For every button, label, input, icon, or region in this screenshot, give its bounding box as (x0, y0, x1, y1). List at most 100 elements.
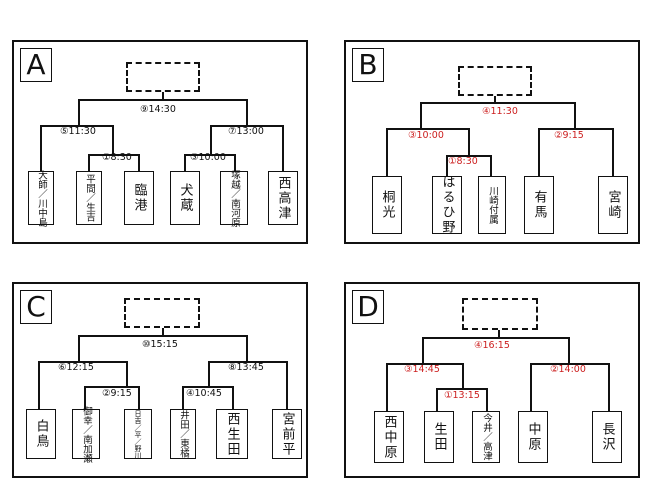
panel-letter: A (20, 48, 52, 82)
champion-box (124, 298, 200, 328)
match-time: ①13:15 (444, 390, 480, 401)
bracket-line (78, 99, 248, 101)
bracket-line (490, 155, 492, 176)
bracket-line (162, 328, 164, 336)
bracket-line (210, 125, 212, 155)
bracket-line (84, 386, 86, 409)
team-name: 大師／川中島 (36, 169, 47, 227)
match-time: ⑤11:30 (60, 126, 96, 137)
bracket-line (232, 386, 234, 409)
bracket-line (468, 128, 470, 156)
team-name: 平間／生吉 (84, 174, 95, 222)
team-name: 長沢 (599, 422, 615, 452)
bracket-panel-a: A ⑨14:30 ⑤11:30 ①8:30 ⑦13:00 ③10:00 大師／川… (12, 40, 308, 244)
team-name: 今井／高津 (481, 413, 492, 461)
team-box: 平間／生吉 (76, 171, 102, 225)
team-box: 大師／川中島 (28, 169, 54, 227)
bracket-line (184, 154, 236, 156)
team-box: 御幸／南加瀬 (72, 406, 100, 463)
bracket-line (386, 128, 388, 176)
bracket-line (612, 128, 614, 176)
team-box: 日吉／平／野川 (124, 409, 152, 459)
bracket-line (182, 386, 184, 409)
bracket-line (78, 335, 80, 361)
bracket-line (498, 330, 500, 338)
bracket-panel-c: C ⑩15:15 ⑥12:15 ②9:15 ⑧13:45 ④10:45 白鳥 御… (12, 282, 308, 478)
match-time: ④16:15 (474, 340, 510, 351)
match-time: ①8:30 (448, 156, 478, 167)
team-name: 西中原 (381, 414, 397, 460)
team-name: 中原 (525, 422, 541, 452)
bracket-line (246, 99, 248, 125)
team-box: 宮前平 (272, 409, 302, 459)
bracket-line (286, 361, 288, 409)
team-name: 宮崎 (605, 190, 621, 220)
team-box: 中原 (518, 411, 548, 463)
bracket-line (538, 128, 614, 130)
bracket-line (436, 388, 438, 411)
match-time: ⑨14:30 (140, 104, 176, 115)
bracket-line (210, 125, 284, 127)
team-box: 今井／高津 (472, 411, 500, 463)
bracket-line (40, 125, 42, 171)
bracket-panel-d: D ④16:15 ③14:45 ①13:15 ②14:00 西中原 生田 今井／… (344, 282, 640, 478)
team-name: 西高津 (275, 175, 291, 221)
team-name: 西生田 (224, 411, 240, 457)
bracket-line (40, 125, 114, 127)
bracket-line (386, 363, 464, 365)
bracket-line (246, 335, 248, 361)
match-time: ⑥12:15 (58, 362, 94, 373)
bracket-line (38, 361, 40, 409)
bracket-line (386, 128, 470, 130)
team-name: 御幸／南加瀬 (81, 405, 92, 463)
bracket-line (208, 361, 288, 363)
bracket-line (494, 96, 496, 103)
team-box: 生田 (424, 411, 454, 463)
bracket-line (422, 337, 570, 339)
team-name: 桐光 (379, 190, 395, 220)
team-box: 白鳥 (26, 409, 56, 459)
bracket-line (462, 363, 464, 389)
bracket-line (568, 337, 570, 363)
bracket-line (126, 361, 128, 387)
bracket-line (538, 128, 540, 176)
bracket-line (112, 125, 114, 155)
bracket-line (88, 154, 140, 156)
team-box: 西高津 (268, 171, 298, 225)
bracket-line (420, 102, 422, 128)
team-name: 日吉／平／野川 (134, 409, 142, 459)
bracket-line (234, 154, 236, 171)
match-time: ③10:00 (408, 130, 444, 141)
team-box: 宮崎 (598, 176, 628, 234)
team-name: 白鳥 (33, 419, 49, 449)
match-time: ①8:30 (102, 152, 132, 163)
bracket-line (138, 154, 140, 171)
bracket-line (88, 154, 90, 171)
match-time: ⑦13:00 (228, 126, 264, 137)
bracket-line (78, 99, 80, 125)
team-box: 井田／東橘 (170, 409, 196, 459)
bracket-line (420, 102, 576, 104)
team-box: 西中原 (374, 411, 404, 463)
team-box: 桐光 (372, 176, 402, 234)
team-name: 有馬 (531, 190, 547, 220)
bracket-line (138, 386, 140, 409)
match-time: ⑩15:15 (142, 339, 178, 350)
panel-letter: C (20, 290, 52, 324)
match-time: ④10:45 (186, 388, 222, 399)
match-time: ②14:00 (550, 364, 586, 375)
team-box: 臨港 (124, 171, 154, 225)
match-time: ③14:45 (404, 364, 440, 375)
team-box: 犬蔵 (170, 171, 200, 225)
bracket-line (436, 388, 488, 390)
bracket-line (446, 155, 448, 176)
team-name: 生田 (431, 422, 447, 452)
bracket-line (530, 363, 532, 411)
bracket-line (608, 363, 610, 411)
champion-box (126, 62, 200, 92)
match-time: ②9:15 (102, 388, 132, 399)
bracket-line (446, 155, 492, 157)
team-box: 西生田 (216, 409, 248, 459)
team-name: 臨港 (131, 183, 147, 213)
bracket-line (530, 363, 610, 365)
